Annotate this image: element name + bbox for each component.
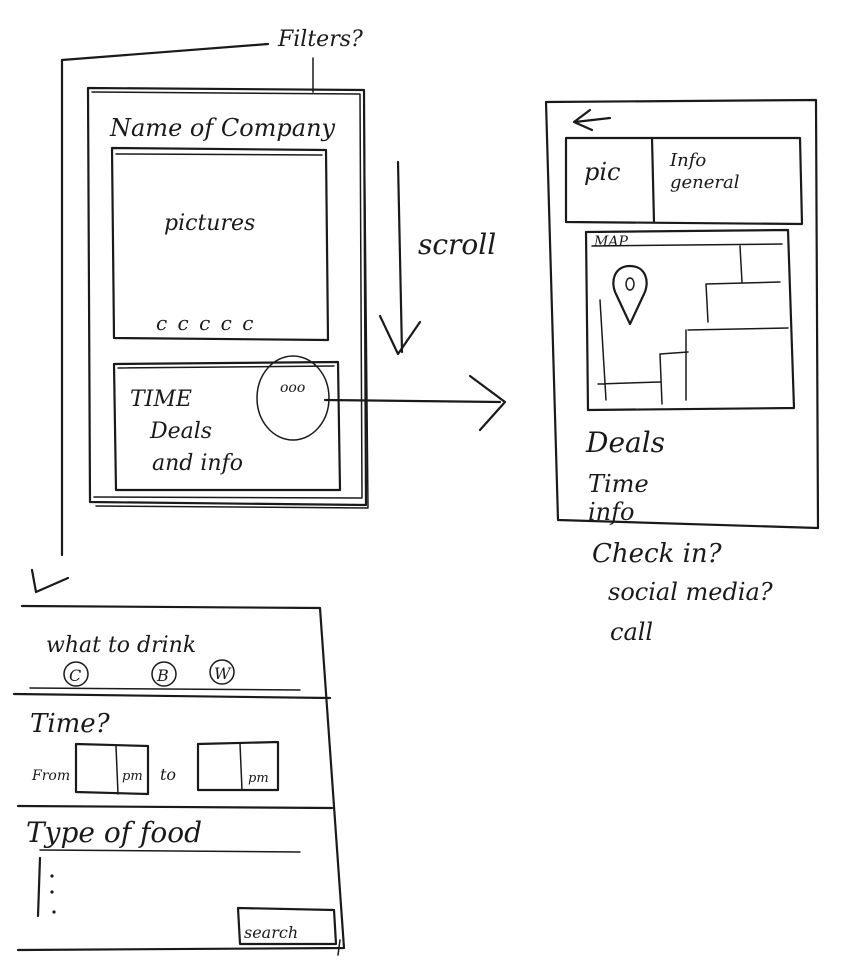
detail-arrow-line [323, 398, 502, 404]
main-screen: Filters? Name of Company pictures c c c … [30, 27, 507, 594]
to-label: to [160, 765, 176, 784]
from-label: From [31, 768, 70, 784]
scroll-arrow-head [378, 314, 422, 356]
back-arrow-line[interactable] [573, 116, 612, 124]
pictures-box-inner-line [115, 153, 323, 156]
from-time-input[interactable] [74, 742, 150, 796]
drink-option-w-circle[interactable] [209, 659, 235, 685]
search-button[interactable] [236, 906, 338, 946]
and-info-label: and info [152, 451, 243, 476]
food-list-dot-2 [50, 890, 54, 894]
detail-deals-label: Deals [585, 426, 665, 459]
gallery-dots[interactable]: c c c c c [156, 311, 255, 335]
to-time-input[interactable] [196, 740, 280, 792]
filters-label[interactable]: Filters? [277, 27, 363, 52]
info-line1: Info [669, 150, 706, 171]
detail-time-label: Time [588, 470, 649, 498]
info-box [112, 360, 342, 492]
map-pin-icon[interactable] [612, 264, 648, 326]
social-media-label[interactable]: social media? [608, 578, 773, 606]
filters-top-line [60, 42, 270, 62]
detail-arrow-head [468, 374, 507, 432]
pic-label: pic [584, 158, 620, 186]
pictures-label: pictures [164, 211, 255, 236]
food-list-dot-1 [50, 874, 54, 878]
food-title: Type of food [26, 816, 202, 849]
to-time-divider [239, 743, 243, 791]
to-pm-label[interactable]: pm [248, 771, 269, 786]
map-pin-dot [625, 277, 635, 291]
map-streets [597, 245, 789, 405]
call-label[interactable]: call [610, 618, 653, 646]
scroll-arrow-line [396, 160, 404, 354]
food-list-dot-3 [52, 910, 56, 914]
from-pm-label[interactable]: pm [122, 769, 143, 784]
drink-option-c[interactable]: C [69, 666, 81, 685]
drink-underline [29, 687, 301, 691]
drink-option-b-circle[interactable] [151, 661, 177, 687]
info-box-inner-line [117, 365, 335, 369]
drink-divider [12, 692, 332, 700]
map-box [584, 228, 796, 412]
detail-info-label: info [588, 498, 634, 526]
back-arrow-icon[interactable] [572, 108, 594, 132]
drink-option-b[interactable]: B [156, 666, 169, 685]
detail-phone-frame [544, 98, 820, 530]
check-in-label[interactable]: Check in? [592, 539, 723, 569]
food-underline [39, 849, 301, 853]
filter-arrow-head [30, 568, 70, 594]
pic-info-divider [650, 136, 656, 224]
drink-title: what to drink [46, 633, 196, 658]
filter-frame-tick [337, 939, 341, 956]
more-dots[interactable]: ooo [280, 380, 305, 396]
from-time-divider [115, 745, 119, 795]
pictures-box [110, 146, 330, 342]
map-box-inner-line [591, 243, 783, 247]
company-name: Name of Company [109, 114, 336, 142]
scroll-label: scroll [418, 228, 496, 261]
info-line2: general [670, 172, 740, 193]
main-phone-frame [86, 86, 368, 507]
filter-time-title: Time? [30, 709, 111, 739]
map-label: MAP [593, 234, 628, 250]
search-label[interactable]: search [244, 923, 298, 942]
more-circle [256, 355, 330, 441]
time-divider [16, 804, 334, 810]
main-phone-frame-inner [91, 91, 363, 499]
filter-phone-frame [16, 604, 346, 952]
pic-info-box [564, 136, 804, 226]
filter-screen: what to drink C B W Time? From pm to pm … [12, 604, 346, 956]
main-phone-frame-shadow [95, 95, 369, 509]
drink-option-c-circle[interactable] [63, 661, 89, 687]
deals-label: Deals [149, 419, 212, 444]
time-label: TIME [130, 387, 192, 412]
detail-screen: pic Info general MAP Deals Time info Che… [544, 98, 820, 646]
drink-option-w[interactable]: W [214, 664, 232, 683]
food-list-bracket [36, 856, 42, 918]
